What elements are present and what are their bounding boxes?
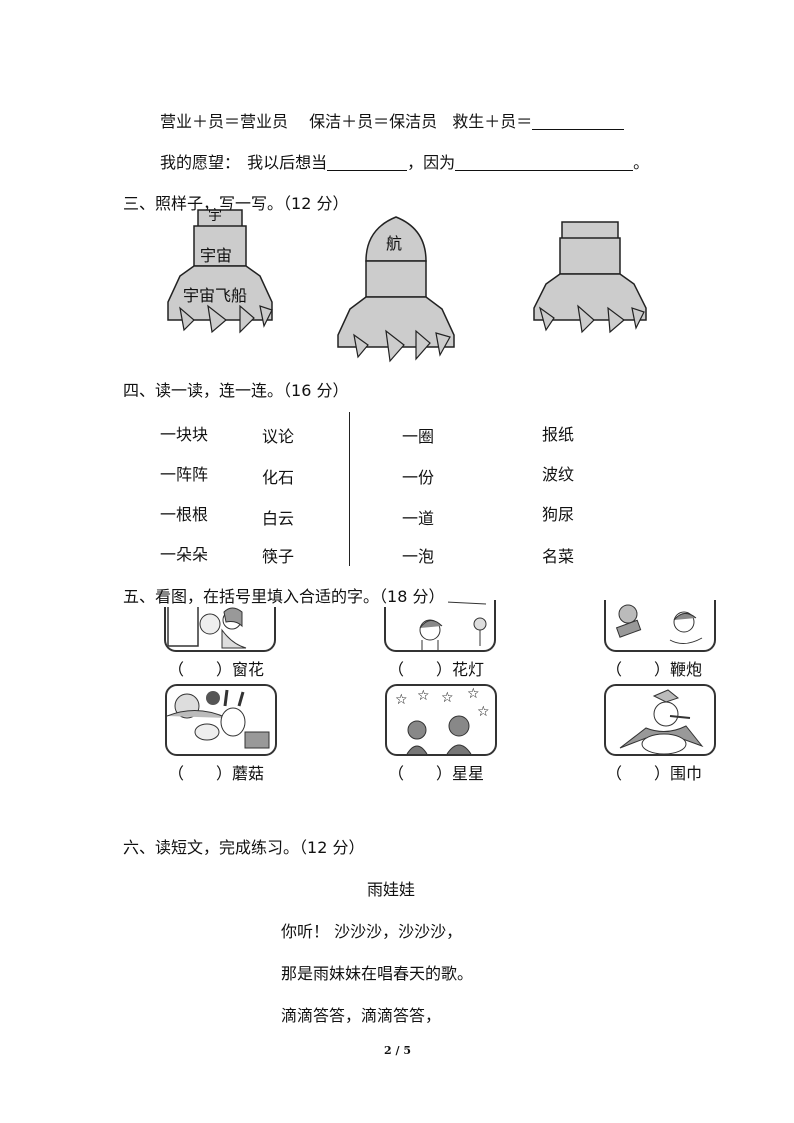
match-col4-item[interactable]: 报纸 bbox=[542, 425, 575, 444]
svg-text:☆: ☆ bbox=[417, 688, 430, 704]
answer-blank-reason[interactable] bbox=[455, 154, 634, 171]
poem-line: 滴滴答答，滴滴答答， bbox=[281, 1006, 442, 1025]
page-number: 2 / 5 bbox=[384, 1044, 411, 1057]
match-col1-item[interactable]: 一根根 bbox=[160, 505, 209, 524]
example-a: 营业＋员＝营业员 bbox=[160, 112, 289, 131]
picture-lantern bbox=[384, 600, 496, 652]
match-col3-item[interactable]: 一份 bbox=[402, 468, 435, 487]
wish-line: 我的愿望： 我以后想当 ，因为 。 bbox=[160, 149, 649, 173]
section4-heading: 四、读一读，连一连。（16 分） bbox=[123, 377, 348, 401]
match-col4-item[interactable]: 狗尿 bbox=[542, 505, 575, 524]
match-divider bbox=[349, 412, 350, 566]
fill-paren[interactable]: （ ） bbox=[606, 764, 671, 783]
match-col1-item[interactable]: 一阵阵 bbox=[160, 465, 209, 484]
match-col3-item[interactable]: 一泡 bbox=[402, 547, 435, 566]
poem-line: 那是雨妹妹在唱春天的歌。 bbox=[281, 964, 474, 983]
section3-title: 三、照样子，写一写。 bbox=[123, 194, 284, 213]
fill-item: （ ）围巾 bbox=[606, 760, 702, 784]
match-col3-item[interactable]: 一圈 bbox=[402, 427, 435, 446]
section3-score: （12 分） bbox=[283, 194, 349, 213]
fill-item: （ ）蘑菇 bbox=[168, 760, 264, 784]
rocket-1 bbox=[167, 209, 273, 334]
fill-paren[interactable]: （ ） bbox=[168, 660, 233, 679]
match-col4-item[interactable]: 名菜 bbox=[542, 547, 575, 566]
rocket-3 bbox=[533, 221, 647, 334]
match-col1-item[interactable]: 一块块 bbox=[160, 425, 209, 444]
section4-title: 四、读一读，连一连。 bbox=[123, 381, 284, 400]
match-col3-item[interactable]: 一道 bbox=[402, 509, 435, 528]
rocket2-mid-blank[interactable] bbox=[368, 262, 424, 294]
match-col2-item[interactable]: 议论 bbox=[262, 427, 295, 446]
section5-heading: 五、看图，在括号里填入合适的字。（18 分） bbox=[123, 583, 449, 607]
picture-snowman-scarf bbox=[604, 684, 716, 756]
fill-word: 星星 bbox=[452, 764, 485, 783]
fill-item: （ ）星星 bbox=[388, 760, 484, 784]
svg-text:☆: ☆ bbox=[477, 704, 490, 720]
rocket1-bottom-text: 宇宙飞船 bbox=[183, 286, 248, 305]
fill-item: （ ）窗花 bbox=[168, 656, 264, 680]
fill-word: 蘑菇 bbox=[232, 764, 265, 783]
match-col1-item[interactable]: 一朵朵 bbox=[160, 545, 209, 564]
picture-firecracker bbox=[604, 600, 716, 652]
picture-window-cutting bbox=[164, 600, 276, 652]
picture-stars: ☆ ☆ ☆ ☆ ☆ bbox=[385, 684, 497, 756]
match-col2-item[interactable]: 化石 bbox=[262, 468, 295, 487]
rocket1-top-text: 宇 bbox=[208, 208, 222, 224]
section6-score: （12 分） bbox=[299, 838, 365, 857]
section6-heading: 六、读短文，完成练习。（12 分） bbox=[123, 834, 364, 858]
example-line-1: 营业＋员＝营业员 保洁＋员＝保洁员 救生＋员＝ bbox=[160, 108, 625, 132]
section5-score: （18 分） bbox=[379, 587, 445, 606]
svg-text:☆: ☆ bbox=[395, 692, 408, 708]
rocket1-mid-text: 宇宙 bbox=[200, 246, 233, 265]
answer-blank-job[interactable] bbox=[327, 154, 408, 171]
section3-heading: 三、照样子，写一写。（12 分） bbox=[123, 190, 348, 214]
picture-mushroom bbox=[165, 684, 277, 756]
fill-paren[interactable]: （ ） bbox=[388, 660, 453, 679]
fill-word: 窗花 bbox=[232, 660, 265, 679]
rocket2-top-text: 航 bbox=[386, 234, 403, 253]
match-col4-item[interactable]: 波纹 bbox=[542, 465, 575, 484]
section5-title: 五、看图，在括号里填入合适的字。 bbox=[123, 587, 380, 606]
fill-word: 鞭炮 bbox=[670, 660, 703, 679]
example-c: 救生＋员＝ bbox=[452, 112, 533, 131]
svg-text:☆: ☆ bbox=[467, 686, 480, 702]
fill-paren[interactable]: （ ） bbox=[606, 660, 671, 679]
rocket-2 bbox=[337, 216, 455, 363]
fill-word: 围巾 bbox=[670, 764, 703, 783]
fill-paren[interactable]: （ ） bbox=[388, 764, 453, 783]
poem-title: 雨娃娃 bbox=[367, 880, 416, 899]
match-col2-item[interactable]: 筷子 bbox=[262, 547, 295, 566]
example-b: 保洁＋员＝保洁员 bbox=[309, 112, 438, 131]
wish-end: 。 bbox=[633, 153, 650, 172]
answer-blank-jiusheng[interactable] bbox=[532, 113, 625, 130]
match-col2-item[interactable]: 白云 bbox=[262, 509, 295, 528]
wish-text1: 我以后想当 bbox=[247, 153, 328, 172]
section4-score: （16 分） bbox=[283, 381, 349, 400]
fill-word: 花灯 bbox=[452, 660, 485, 679]
wish-text2: ，因为 bbox=[407, 153, 456, 172]
wish-prefix: 我的愿望： bbox=[160, 153, 241, 172]
fill-paren[interactable]: （ ） bbox=[168, 764, 233, 783]
poem-line: 你听！ 沙沙沙，沙沙沙， bbox=[281, 922, 463, 941]
section6-title: 六、读短文，完成练习。 bbox=[123, 838, 300, 857]
fill-item: （ ）花灯 bbox=[388, 656, 484, 680]
fill-item: （ ）鞭炮 bbox=[606, 656, 702, 680]
svg-text:☆: ☆ bbox=[441, 690, 454, 706]
